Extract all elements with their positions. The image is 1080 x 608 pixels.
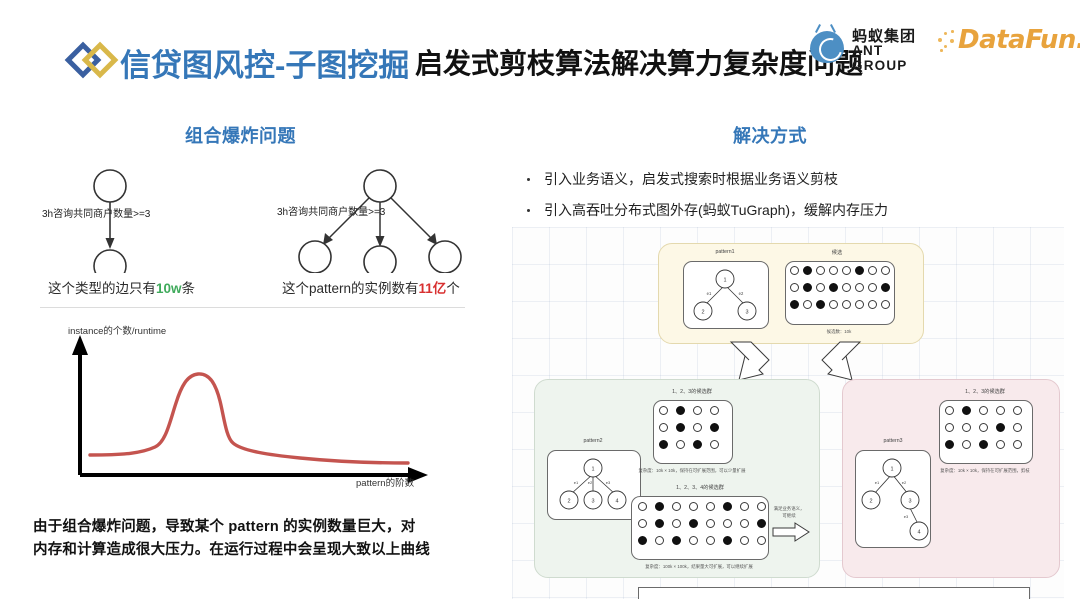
svg-text:e2: e2 bbox=[588, 480, 593, 485]
graph-a-caption-suffix: 条 bbox=[181, 281, 196, 296]
pattern3-tree: 1 2 3 4 e1 e2 e3 bbox=[861, 458, 929, 541]
pruning-flow-diagram: pattern1 候选 1 2 3 e1 e2 bbox=[512, 227, 1064, 599]
svg-text:3: 3 bbox=[908, 499, 911, 505]
svg-text:3: 3 bbox=[591, 499, 594, 505]
panel-pattern1: pattern1 候选 1 2 3 e1 e2 bbox=[658, 243, 924, 344]
section-divider bbox=[40, 307, 465, 308]
graph-b-caption-value: 11亿 bbox=[418, 281, 447, 296]
graph-b-edge-label: 3h咨询共同商户数量>=3 bbox=[277, 207, 386, 218]
double-diamond-icon bbox=[64, 41, 119, 81]
note-line-1: 由于组合爆炸问题，导致某个 pattern 的实例数量巨大，对 bbox=[33, 519, 416, 535]
pattern2-grid1-caption: 复杂度：10k × 10k，保持在可扩展范围，可以少量扩展 bbox=[638, 468, 746, 473]
solution-bullet-list: 引入业务语义，启发式搜索时根据业务语义剪枝 引入高吞吐分布式图外存(蚂蚁TuGr… bbox=[518, 168, 988, 230]
svg-text:1: 1 bbox=[591, 467, 594, 473]
graph-a-caption-prefix: 这个类型的边只有 bbox=[48, 281, 156, 296]
svg-text:2: 2 bbox=[567, 499, 570, 505]
page-title-highlight: 信贷图风控-子图挖掘 bbox=[120, 48, 410, 83]
ant-group-logo: 蚂蚁集团 ANT GROUP bbox=[808, 23, 933, 73]
chart-x-axis-label: pattern的阶数 bbox=[356, 478, 415, 489]
continue-arrow-label-2: 可继续 bbox=[782, 513, 796, 518]
list-item: 引入业务语义，启发式搜索时根据业务语义剪枝 bbox=[518, 168, 988, 190]
graph-a-caption: 这个类型的边只有10w条 bbox=[48, 277, 195, 297]
svg-text:e3: e3 bbox=[606, 480, 611, 485]
svg-text:2: 2 bbox=[701, 310, 704, 316]
pattern1-grid-caption: 候选数：10k bbox=[826, 329, 852, 334]
pattern2-tree: 1 2 3 4 e1 e2 e3 bbox=[559, 458, 627, 510]
continue-arrow-label-1: 满足业务语义， bbox=[773, 506, 805, 511]
panel-pattern3: pattern3 1 2 3 4 e1 e2 e3 1、2、3的候选群 bbox=[842, 379, 1060, 578]
diagram-bottom-bar: 扩展的剪枝方式与图外存进行分析（决策树剪枝） bbox=[638, 587, 1030, 599]
svg-text:e1: e1 bbox=[707, 291, 712, 296]
section-title-left: 组合爆炸问题 bbox=[185, 126, 296, 146]
svg-text:4: 4 bbox=[917, 530, 920, 536]
svg-text:e1: e1 bbox=[574, 480, 579, 485]
svg-text:4: 4 bbox=[615, 499, 618, 505]
svg-text:e1: e1 bbox=[875, 480, 880, 485]
pattern3-grid-label: 1、2、3的候选群 bbox=[965, 389, 1005, 395]
arrow-to-pink-panel bbox=[821, 341, 862, 381]
pattern3-label: pattern3 bbox=[883, 438, 903, 444]
svg-text:2: 2 bbox=[869, 499, 872, 505]
section-title-right: 解决方式 bbox=[733, 126, 807, 146]
pattern1-candidate-grid-box bbox=[785, 261, 895, 325]
graph-a-caption-value: 10w bbox=[156, 281, 182, 296]
panel-pattern2: pattern2 1 2 3 4 e1 e2 e3 1、2、3的候选群 bbox=[534, 379, 820, 578]
left-bottom-note: 由于组合爆炸问题，导致某个 pattern 的实例数量巨大，对 内存和计算造成很… bbox=[33, 516, 493, 562]
pattern1-grid-label: 候选 bbox=[831, 250, 843, 256]
note-line-2: 内存和计算造成很大压力。在运行过程中会呈现大致以上曲线 bbox=[33, 542, 430, 558]
graph-b-caption-prefix: 这个pattern的实例数有 bbox=[282, 281, 419, 296]
graph-a-edge-label: 3h咨询共同商户数量>=3 bbox=[42, 209, 151, 220]
ant-logo-icon bbox=[808, 24, 847, 66]
runtime-curve-chart: instance的个数/runtime pattern的阶数 bbox=[30, 325, 470, 505]
left-content-pane: 3h咨询共同商户数量>=3 这个类型的边只有10w条 3h咨询共同商户数量>=3… bbox=[20, 155, 490, 595]
svg-text:e2: e2 bbox=[902, 480, 907, 485]
ant-body-icon bbox=[810, 31, 844, 63]
chart-y-axis-label: instance的个数/runtime bbox=[68, 326, 167, 337]
svg-text:1: 1 bbox=[723, 278, 726, 284]
graph-four-node-diagram bbox=[298, 169, 462, 273]
arrow-to-green-panel bbox=[729, 341, 770, 381]
list-item: 引入高吞吐分布式图外存(蚂蚁TuGraph)，缓解内存压力 bbox=[518, 199, 988, 221]
ant-group-name-cn: 蚂蚁集团 bbox=[852, 28, 917, 45]
graph-two-node-diagram bbox=[93, 169, 127, 273]
slide-header: 信贷图风控-子图挖掘 启发式剪枝算法解决算力复杂度问题 蚂蚁集团 ANT GRO… bbox=[0, 0, 1080, 100]
pattern2-grid2-caption: 复杂度：100k × 100k，结果量大可扩展，可以继续扩展 bbox=[645, 564, 753, 569]
datafun-logo: DataFun. bbox=[938, 25, 1080, 62]
datafun-wordmark: DataFun. bbox=[958, 25, 1080, 55]
continue-arrow-icon bbox=[772, 522, 810, 542]
graph-b-caption-suffix: 个 bbox=[446, 281, 460, 296]
pattern2-grid2-label: 1、2、3、4的候选群 bbox=[676, 485, 724, 491]
pattern2-label: pattern2 bbox=[583, 438, 603, 444]
svg-text:e2: e2 bbox=[739, 291, 744, 296]
pattern3-grid-caption: 复杂度：10k × 10k，保持在可扩展范围，剪枝 bbox=[940, 468, 1030, 473]
page-title-rest: 启发式剪枝算法解决算力复杂度问题 bbox=[415, 48, 864, 79]
ant-group-name-en: ANT GROUP bbox=[852, 43, 908, 73]
svg-text:1: 1 bbox=[890, 467, 893, 473]
pattern1-tree: 1 2 3 e1 e2 bbox=[693, 269, 757, 321]
graph-b-caption: 这个pattern的实例数有11亿个 bbox=[282, 277, 460, 297]
pattern1-label: pattern1 bbox=[715, 249, 735, 255]
svg-text:3: 3 bbox=[745, 310, 748, 316]
svg-text:e3: e3 bbox=[904, 514, 909, 519]
chart-plot-area bbox=[72, 335, 428, 483]
pattern2-grid1-label: 1、2、3的候选群 bbox=[672, 389, 712, 395]
